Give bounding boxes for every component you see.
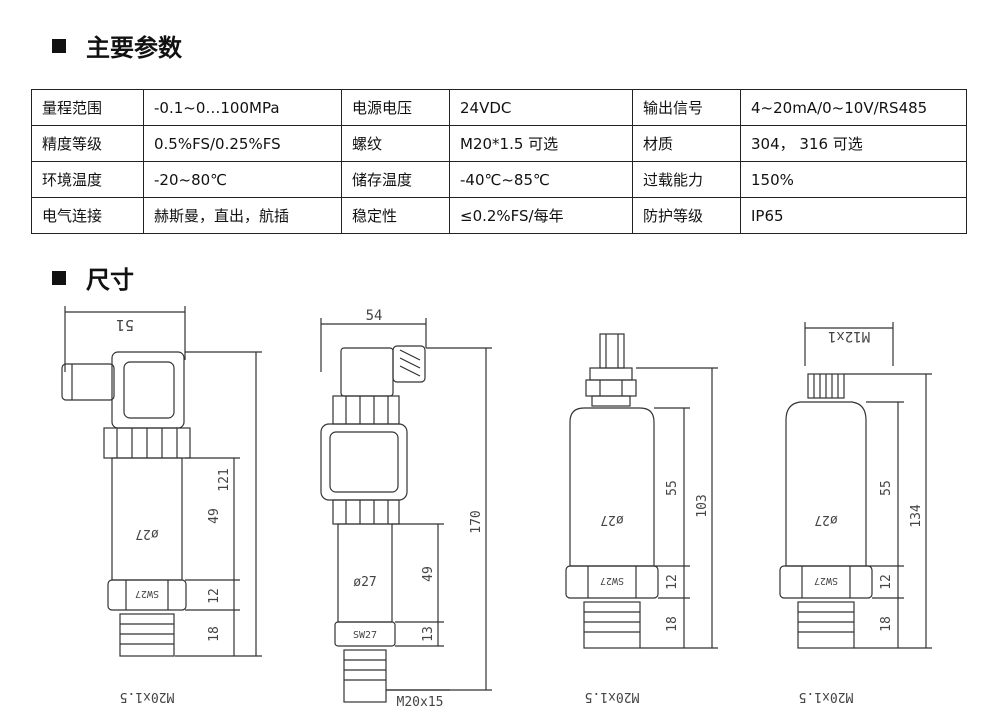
dim-label: 170 xyxy=(469,510,484,533)
diameter-label: ø27 xyxy=(353,575,376,590)
param-value: -40℃~85℃ xyxy=(449,161,633,198)
param-key: 精度等级 xyxy=(31,125,144,162)
dim-label: 12 xyxy=(879,574,894,590)
param-key: 电源电压 xyxy=(341,89,450,126)
table-row: 电气连接 赫斯曼，直出，航插 稳定性 ≤0.2%FS/每年 防护等级 IP65 xyxy=(31,197,967,234)
dimension-drawings: 51 ø27 SW27 M20x1.5 121 49 12 18 xyxy=(61,306,932,710)
dim-label: 18 xyxy=(207,626,222,642)
param-value: M20*1.5 可选 xyxy=(449,125,633,162)
section-title-main-params: 主要参数 xyxy=(52,28,182,63)
sw-label: SW27 xyxy=(135,588,159,599)
sw-label: SW27 xyxy=(814,575,838,586)
param-key: 稳定性 xyxy=(341,197,450,234)
param-value: -20~80℃ xyxy=(143,161,342,198)
param-key: 量程范围 xyxy=(31,89,144,126)
section-title-dimensions: 尺寸 xyxy=(52,260,134,295)
diameter-label: ø27 xyxy=(814,512,837,527)
param-value: 150% xyxy=(740,161,967,198)
dim-label: 103 xyxy=(695,494,710,517)
drawing-4: M12x1 ø27 SW27 M20x1.5 134 55 12 18 xyxy=(779,322,932,704)
param-value: 304， 316 可选 xyxy=(740,125,967,162)
sw-label: SW27 xyxy=(353,630,377,641)
thread-label: M20x1.5 xyxy=(120,689,175,704)
dim-top-label: 51 xyxy=(116,316,134,334)
thread-label: M20x1.5 xyxy=(799,689,854,704)
param-key: 电气连接 xyxy=(31,197,144,234)
param-key: 材质 xyxy=(632,125,741,162)
dim-top-label: 54 xyxy=(366,308,383,324)
dim-top-label: M12x1 xyxy=(828,328,870,344)
param-key: 环境温度 xyxy=(31,161,144,198)
dim-label: 134 xyxy=(909,504,924,528)
square-bullet-icon xyxy=(52,38,66,53)
dim-label: 49 xyxy=(421,566,436,582)
dim-label: 55 xyxy=(879,480,894,496)
diameter-label: ø27 xyxy=(135,526,158,541)
table-row: 精度等级 0.5%FS/0.25%FS 螺纹 M20*1.5 可选 材质 304… xyxy=(31,125,967,162)
dim-label: 18 xyxy=(665,616,680,632)
param-value: -0.1~0…100MPa xyxy=(143,89,342,126)
thread-label: M20x1.5 xyxy=(585,689,640,704)
param-value: 24VDC xyxy=(449,89,633,126)
section-title-text: 主要参数 xyxy=(86,34,182,62)
drawing-3: ø27 SW27 M20x1.5 103 55 12 18 xyxy=(565,333,718,704)
param-value: 4~20mA/0~10V/RS485 xyxy=(740,89,967,126)
params-table: 量程范围 -0.1~0…100MPa 电源电压 24VDC 输出信号 4~20m… xyxy=(31,89,967,234)
param-value: 赫斯曼，直出，航插 xyxy=(143,197,342,234)
param-value: ≤0.2%FS/每年 xyxy=(449,197,633,234)
diameter-label: ø27 xyxy=(600,512,623,527)
param-key: 储存温度 xyxy=(341,161,450,198)
dim-label: 13 xyxy=(421,626,436,642)
dim-label: 55 xyxy=(665,480,680,496)
dim-label: 49 xyxy=(207,508,222,524)
section-title-text: 尺寸 xyxy=(86,266,134,294)
param-value: 0.5%FS/0.25%FS xyxy=(143,125,342,162)
dim-label: 12 xyxy=(207,588,222,604)
drawing-2: 54 ø27 SW27 M20x15 170 49 xyxy=(320,308,492,710)
dim-label: 18 xyxy=(879,616,894,632)
dim-label: 121 xyxy=(217,468,232,491)
table-row: 量程范围 -0.1~0…100MPa 电源电压 24VDC 输出信号 4~20m… xyxy=(31,89,967,126)
param-value: IP65 xyxy=(740,197,967,234)
param-key: 过载能力 xyxy=(632,161,741,198)
param-key: 防护等级 xyxy=(632,197,741,234)
table-row: 环境温度 -20~80℃ 储存温度 -40℃~85℃ 过载能力 150% xyxy=(31,161,967,198)
sw-label: SW27 xyxy=(600,575,624,586)
drawing-1: 51 ø27 SW27 M20x1.5 121 49 12 18 xyxy=(61,306,262,704)
param-key: 螺纹 xyxy=(341,125,450,162)
dim-label: 12 xyxy=(665,574,680,590)
square-bullet-icon xyxy=(52,270,66,285)
thread-label: M20x15 xyxy=(397,695,444,710)
param-key: 输出信号 xyxy=(632,89,741,126)
